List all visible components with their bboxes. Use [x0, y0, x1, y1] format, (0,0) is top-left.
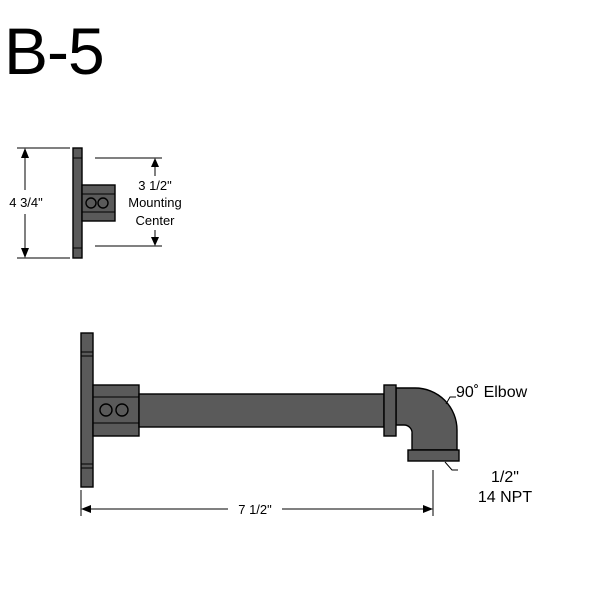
side-backplate — [72, 147, 83, 259]
npt-label-line2: 14 NPT — [478, 489, 532, 506]
elbow-leader — [445, 396, 456, 405]
npt-leader — [444, 461, 458, 471]
elbow-body — [395, 387, 458, 451]
npt-label-line1: 1/2" — [491, 469, 519, 486]
length-arrow-left — [81, 505, 91, 513]
height-label: 4 3/4" — [9, 195, 43, 210]
length-arrow-right — [423, 505, 433, 513]
height-arrow-top — [21, 148, 29, 158]
mount-arrow-top — [151, 158, 159, 167]
front-set-screw-2 — [115, 403, 129, 417]
mount-value-label: 3 1/2" — [138, 178, 172, 193]
mount-text-line2: Center — [135, 213, 175, 228]
arm-pipe — [138, 393, 385, 428]
mount-arrow-bottom — [151, 237, 159, 246]
front-view: 90˚ Elbow 1/2" 14 NPT 7 1/2" — [80, 332, 532, 517]
mount-text-line1: Mounting — [128, 195, 181, 210]
side-set-screw-2 — [97, 197, 109, 209]
side-set-screw-1 — [85, 197, 97, 209]
elbow-outlet-collar — [407, 449, 460, 462]
elbow-collar — [383, 384, 397, 437]
front-set-screw-1 — [99, 403, 113, 417]
elbow-label: 90˚ Elbow — [456, 384, 528, 401]
height-arrow-bottom — [21, 248, 29, 258]
side-view: 4 3/4" 3 1/2" Mounting Center — [9, 147, 182, 259]
drawing-title: B-5 — [4, 14, 105, 88]
length-label: 7 1/2" — [238, 502, 272, 517]
